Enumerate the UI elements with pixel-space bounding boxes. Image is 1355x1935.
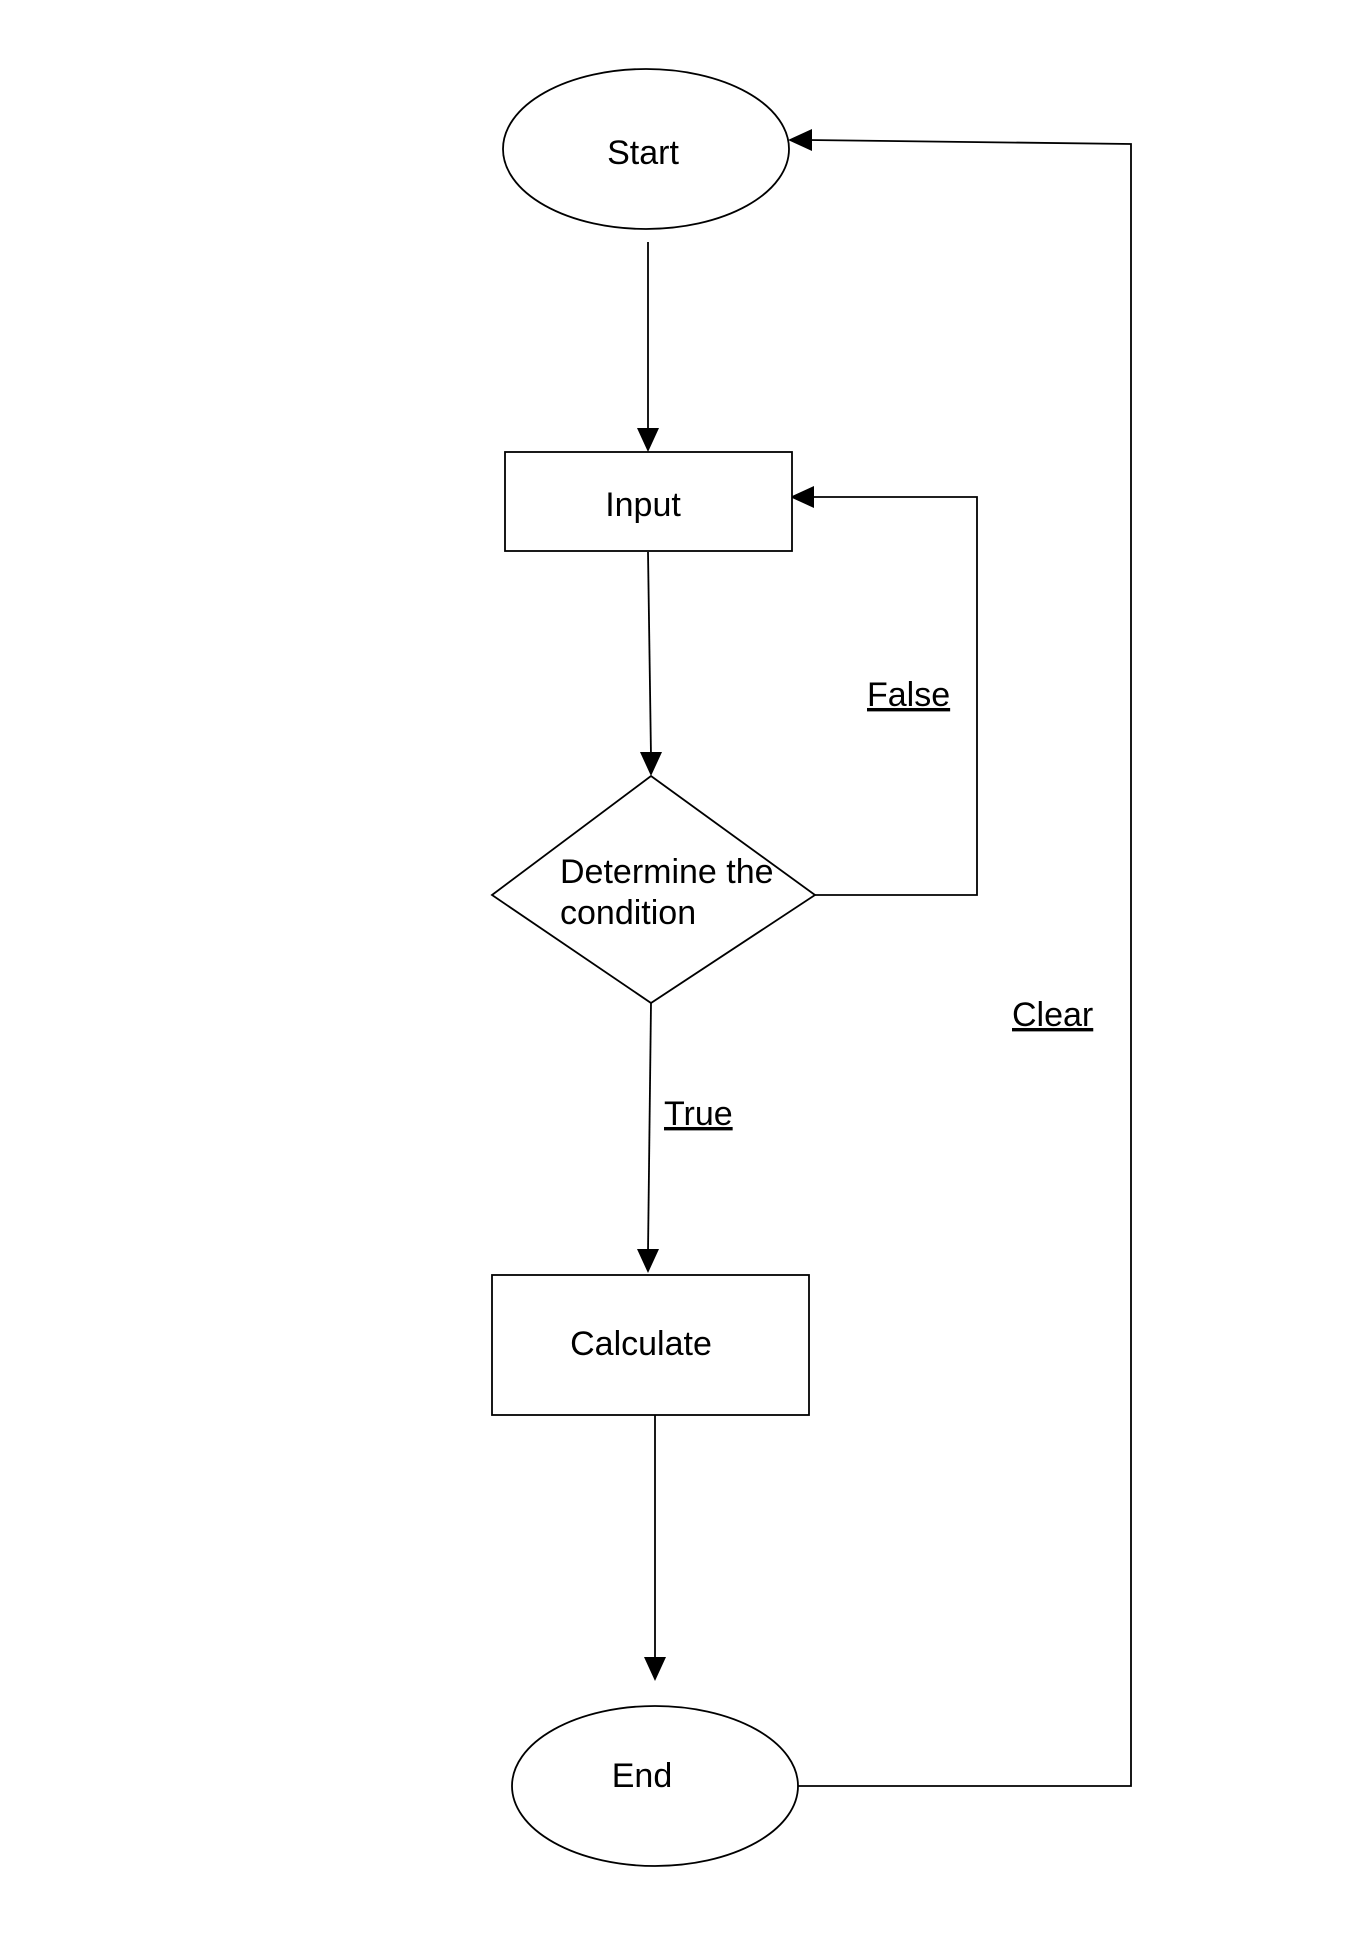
- input-rectangle: [504, 451, 793, 552]
- input-label: Input: [605, 486, 681, 524]
- start-label: Start: [607, 134, 679, 172]
- end-label: End: [612, 1757, 673, 1795]
- node-end[interactable]: End: [511, 1705, 799, 1867]
- arrowhead-icon: [637, 428, 659, 452]
- true-edge-label[interactable]: True: [664, 1095, 733, 1133]
- condition-label-line2: condition: [560, 894, 696, 932]
- condition-label-line1: Determine the: [560, 853, 774, 891]
- arrowhead-icon: [790, 486, 814, 508]
- arrowhead-icon: [644, 1657, 666, 1681]
- arrowhead-icon: [637, 1249, 659, 1273]
- node-input[interactable]: Input: [504, 451, 793, 552]
- calculate-rectangle: [491, 1274, 810, 1416]
- edge-condition-true: [637, 1002, 659, 1273]
- start-ellipse: [502, 68, 790, 230]
- edge-start-to-input: [637, 242, 659, 452]
- node-calculate[interactable]: Calculate: [491, 1274, 810, 1416]
- edge-calculate-to-end: [644, 1414, 666, 1681]
- edge-input-to-condition: [640, 551, 662, 776]
- node-start[interactable]: Start: [502, 68, 790, 230]
- clear-edge-label[interactable]: Clear: [1012, 996, 1093, 1034]
- arrowhead-icon: [788, 129, 812, 151]
- edge-condition-false: [790, 486, 978, 896]
- calculate-label: Calculate: [570, 1325, 712, 1363]
- end-ellipse: [511, 1705, 799, 1867]
- arrowhead-icon: [640, 752, 662, 776]
- edge-end-clear: [788, 129, 1132, 1787]
- node-condition[interactable]: Determine the condition: [490, 774, 817, 1005]
- condition-diamond: [490, 774, 817, 1005]
- false-edge-label[interactable]: False: [867, 676, 950, 714]
